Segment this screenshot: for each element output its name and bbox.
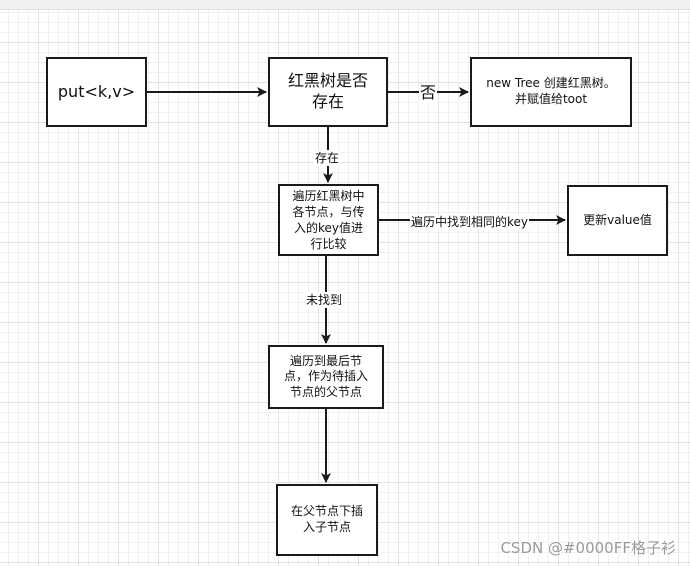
node-traverse-label: 遍历红黑树中 各节点，与传 入的key值进 行比较: [292, 188, 365, 252]
edge-label-not-found: 未找到: [305, 292, 344, 308]
node-create-tree: new Tree 创建红黑树。 并赋值给toot: [470, 57, 632, 127]
edge-label-found-same-key: 遍历中找到相同的key: [410, 214, 530, 230]
node-traverse-compare: 遍历红黑树中 各节点，与传 入的key值进 行比较: [278, 184, 379, 256]
node-create-label: new Tree 创建红黑树。 并赋值给toot: [486, 76, 616, 106]
node-insert-label: 在父节点下插 入子节点: [290, 504, 363, 534]
node-insert-child: 在父节点下插 入子节点: [276, 484, 378, 556]
node-last-node-parent: 遍历到最后节 点，作为待插入 节点的父节点: [268, 345, 384, 409]
top-strip: [0, 0, 690, 10]
edge-label-no: 否: [419, 83, 438, 103]
node-check-tree-exists: 红黑树是否 存在: [268, 57, 388, 127]
watermark: CSDN @#0000FF格子衫: [500, 539, 676, 557]
node-put: put<k,v>: [46, 57, 147, 127]
node-update-value: 更新value值: [567, 185, 668, 256]
node-put-label: put<k,v>: [57, 81, 136, 101]
node-update-label: 更新value值: [583, 212, 652, 227]
node-check-label: 红黑树是否 存在: [287, 71, 368, 111]
node-last-label: 遍历到最后节 点，作为待插入 节点的父节点: [283, 353, 368, 399]
edge-label-exists: 存在: [314, 150, 341, 166]
